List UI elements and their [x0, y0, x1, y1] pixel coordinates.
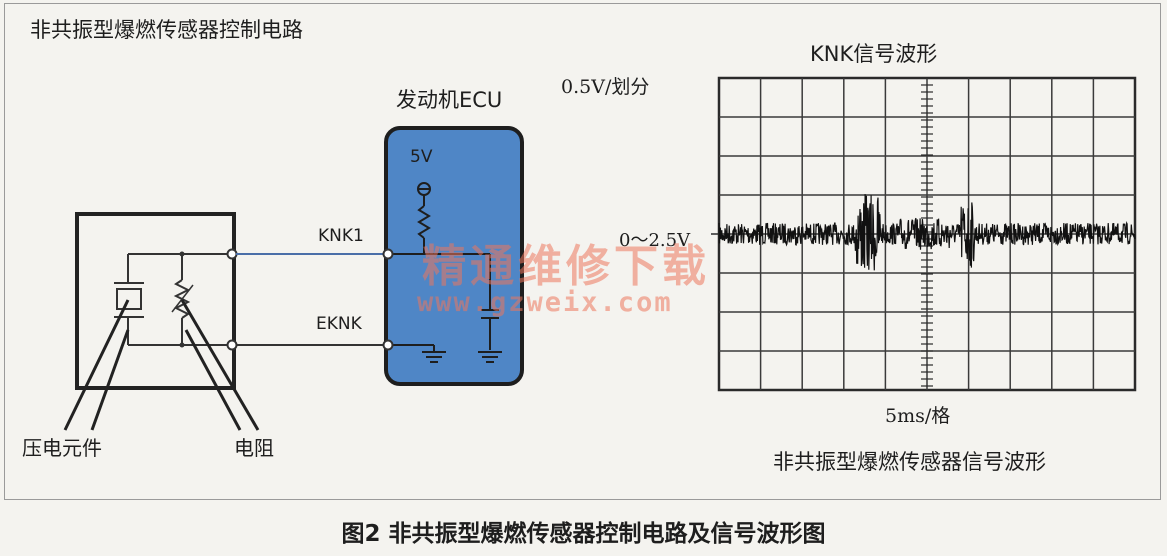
ecu-title: 发动机ECU [396, 88, 503, 112]
oscilloscope-title: KNK信号波形 [810, 42, 938, 66]
resistor-label: 电阻 [234, 436, 274, 460]
figure-caption: 图2 非共振型爆燃传感器控制电路及信号波形图 [341, 521, 826, 547]
supply-voltage-label: 5V [410, 147, 433, 167]
time-per-division-label: 5ms/格 [885, 405, 951, 427]
label-leader-lines [63, 299, 260, 431]
ecu-internal-circuit [388, 182, 502, 363]
watermark-url: www.gzweix.com [417, 287, 673, 318]
watermark-text: 精通维修下载 [422, 241, 710, 292]
sensor-terminal-knk [226, 248, 238, 260]
ecu-terminal-eknk [382, 339, 394, 351]
sensor-terminal-eknk [226, 339, 238, 351]
sensor-housing [75, 212, 236, 390]
figure-frame [4, 3, 1161, 500]
pin-label-knk1: KNK1 [318, 226, 364, 246]
circuit-title: 非共振型爆燃传感器控制电路 [30, 18, 303, 42]
knk-signal-waveform [718, 194, 1136, 271]
ecu-terminal-knk1 [382, 248, 394, 260]
volts-per-division-label: 0.5V/划分 [561, 76, 650, 98]
waveform-caption: 非共振型爆燃传感器信号波形 [773, 450, 1046, 474]
piezo-element-symbol [114, 282, 144, 318]
voltage-range-label: 0～2.5V [619, 230, 691, 251]
piezo-element-label: 压电元件 [22, 436, 102, 460]
sensor-internal-wiring [127, 253, 232, 346]
pin-label-eknk: EKNK [316, 314, 362, 334]
